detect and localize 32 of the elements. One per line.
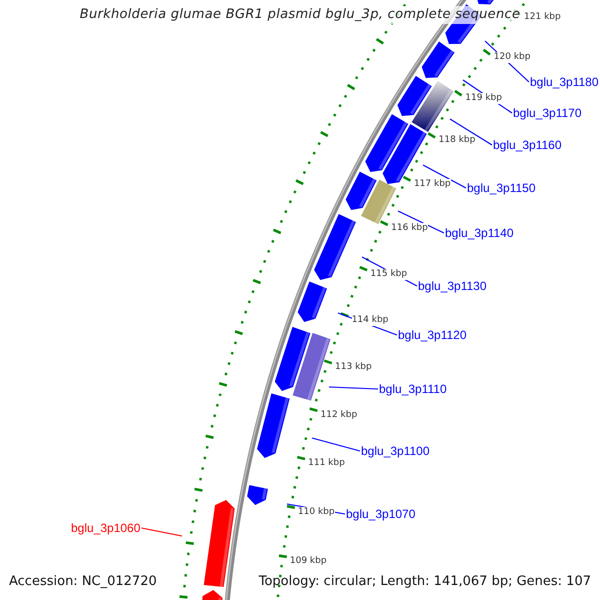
gene-label: bglu_3p1150: [467, 181, 536, 195]
accession-label: Accession: NC_012720: [9, 574, 157, 590]
scale-label: 120 kbp: [494, 52, 530, 64]
scale-label: 109 kbp: [290, 556, 327, 568]
leader-line: [398, 210, 444, 234]
scale-label: 117 kbp: [414, 178, 451, 190]
scale-label: 110 kbp: [298, 506, 335, 518]
scale-label: 113 kbp: [335, 362, 372, 373]
scale-label: 111 kbp: [308, 458, 345, 470]
leader-line: [141, 527, 182, 537]
scale-label: 119 kbp: [465, 93, 502, 104]
gene-label: bglu_3p1060: [71, 521, 140, 535]
topology-label: Topology: circular; Length: 141,067 bp; Genes: 107: [258, 574, 591, 590]
leader-line: [328, 386, 378, 390]
leader-line: [450, 118, 492, 146]
gene-label: bglu_3p1160: [493, 138, 562, 152]
scale-label: 121 kbp: [524, 12, 561, 24]
leader-line: [422, 164, 466, 188]
scale-label: 115 kbp: [370, 268, 408, 280]
gene-label: bglu_3p1100: [361, 444, 430, 458]
scale-label: 116 kbp: [391, 223, 428, 234]
gene-label: bglu_3p1070: [346, 507, 416, 521]
scale-label: 118 kbp: [438, 135, 476, 146]
leader-line: [312, 437, 360, 452]
gene-label: bglu_3p1110: [379, 382, 447, 396]
scale-label: 112 kbp: [320, 410, 358, 421]
gene-label: bglu_3p1180: [530, 75, 599, 89]
gene-label: bglu_3p1170: [513, 106, 582, 120]
scale-label: 114 kbp: [352, 314, 388, 326]
gene-label: bglu_3p1140: [445, 226, 514, 240]
gene-label: bglu_3p1120: [398, 328, 467, 342]
gene-label: bglu_3p1130: [418, 279, 487, 293]
